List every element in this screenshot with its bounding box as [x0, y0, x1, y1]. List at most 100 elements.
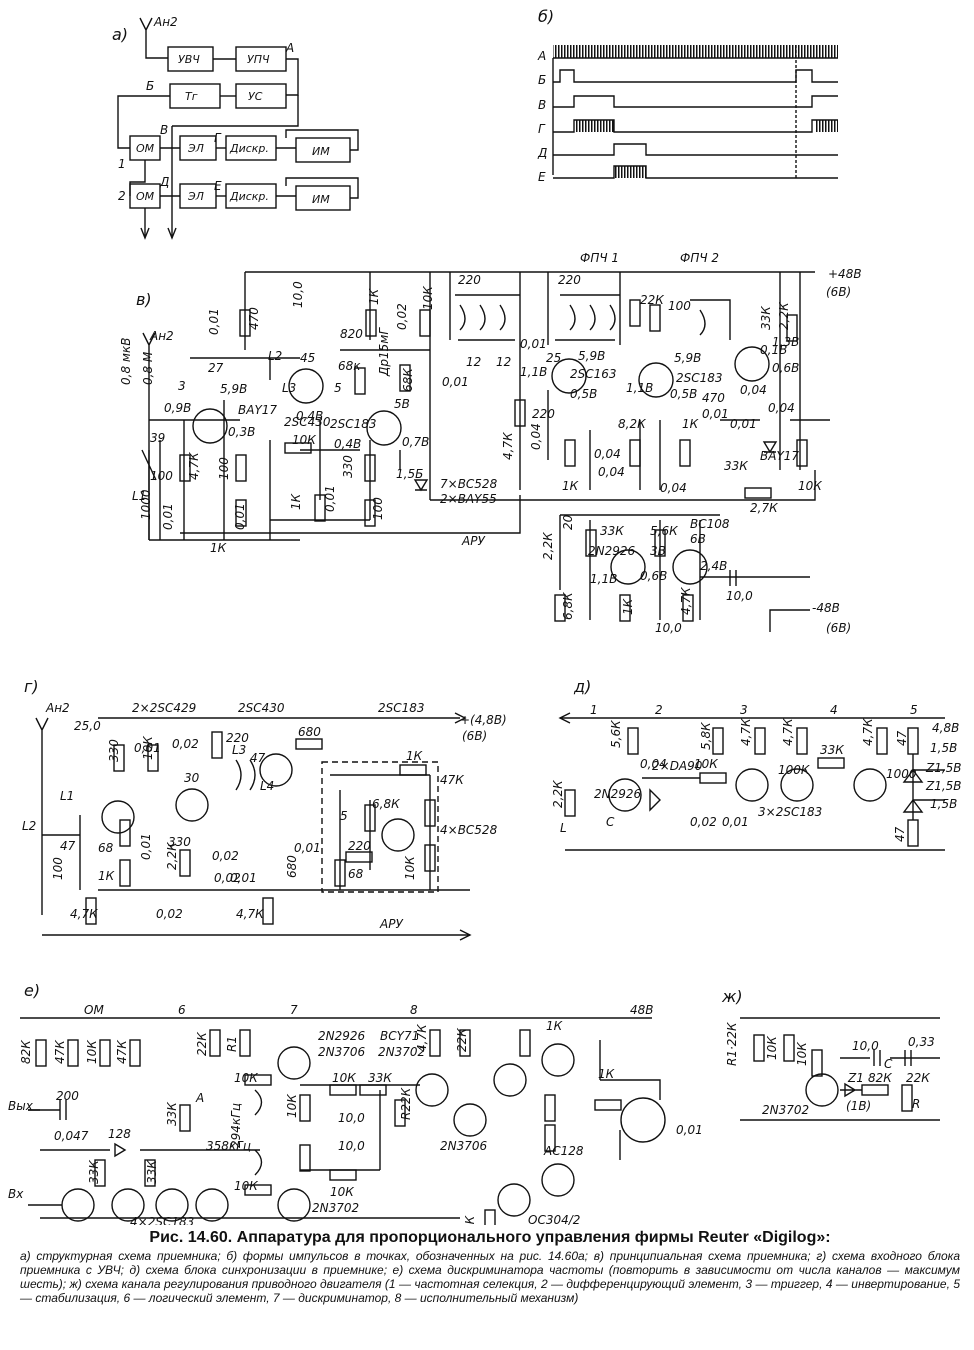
- schematic-sheet: УВЧУПЧТгУСОМЭЛДискр.ИМОМЭЛДискр.ИМАБВГДЕ…: [8, 7, 962, 1225]
- v-label: 7×ВС528: [440, 477, 498, 491]
- v-label: 5,9В: [674, 351, 701, 365]
- d-transistor-4: [853, 768, 887, 802]
- b-label: Д: [537, 146, 547, 160]
- v-label: 100: [150, 469, 173, 483]
- panel-d-sync-block: [558, 712, 945, 851]
- e-transistor-9: [493, 1063, 527, 1097]
- panel-b-tag: б): [538, 7, 554, 26]
- zh-label: 10К: [765, 1036, 779, 1060]
- d-label: 2,2К: [551, 780, 565, 808]
- g-label: 68: [98, 841, 114, 855]
- e-label: 0,047: [54, 1129, 89, 1143]
- v-label: 0,01: [442, 375, 469, 389]
- e-transistor-2: [111, 1188, 145, 1222]
- v-label: 1,1В: [626, 381, 653, 395]
- v-label: 0,5В: [570, 387, 597, 401]
- caption-body: а) структурная схема приемника; б) формы…: [20, 1249, 960, 1305]
- g-transistor-4: [381, 818, 415, 852]
- e-label: 7: [290, 1003, 298, 1017]
- v-label: 6,8К: [561, 592, 575, 620]
- v-label: 10,0: [726, 589, 753, 603]
- a-label: ОМ: [136, 190, 155, 203]
- e-label: 33К: [368, 1071, 392, 1085]
- a-label: 1: [118, 157, 126, 171]
- g-transistor-3: [259, 753, 293, 787]
- panel-a-block-diagram: [117, 17, 359, 240]
- panel-g-input-block: [35, 712, 472, 941]
- v-label: +48В: [828, 267, 862, 281]
- v-label: 100: [371, 497, 385, 520]
- e-label: 10К: [85, 1040, 99, 1064]
- d-label: 47: [895, 730, 909, 746]
- v-label: ФПЧ 1: [580, 251, 619, 265]
- v-label: 10К: [292, 433, 316, 447]
- d-label: 1: [590, 703, 598, 717]
- e-label: 1К: [463, 1215, 477, 1225]
- e-label: 47К: [53, 1040, 67, 1064]
- d-label: 1,5В: [930, 797, 957, 811]
- d-label: 1,5В: [930, 741, 957, 755]
- v-label: 10,0: [655, 621, 682, 635]
- e-label: 8: [410, 1003, 418, 1017]
- zh-label: C: [884, 1057, 893, 1071]
- a-label: В: [160, 123, 168, 137]
- b-label: А: [537, 49, 546, 63]
- v-label: 4,7К: [501, 432, 515, 460]
- e-label: BCY71: [380, 1029, 419, 1043]
- e-transistor-4: [195, 1188, 229, 1222]
- g-label: 68: [348, 867, 364, 881]
- zh-label: 82К: [868, 1071, 892, 1085]
- g-label: 2SC183: [378, 701, 425, 715]
- e-transistor-6: [277, 1188, 311, 1222]
- d-label: 10К: [694, 757, 718, 771]
- v-label: 4,7К: [679, 587, 693, 615]
- a-label: УПЧ: [247, 53, 270, 66]
- g-label: АРУ: [379, 917, 403, 931]
- v-label: 2,2К: [777, 302, 791, 330]
- g-label: 2SC430: [238, 701, 285, 715]
- antenna-label: Ан2: [153, 15, 178, 29]
- e-label: 33К: [87, 1160, 101, 1184]
- g-label: 4×ВС528: [440, 823, 498, 837]
- g-label: 4,7К: [236, 907, 264, 921]
- panel-v-tag: в): [136, 290, 152, 309]
- v-label: 0,7В: [402, 435, 429, 449]
- g-label: 4,7К: [70, 907, 98, 921]
- v-label: 6В: [690, 532, 706, 546]
- e-label: OC304/2: [528, 1213, 580, 1225]
- v-label: 8,2К: [618, 417, 646, 431]
- e-label: Вых: [8, 1099, 34, 1113]
- d-transistor-1: [608, 778, 642, 812]
- v-label: 0,5В: [670, 387, 697, 401]
- v-label: 33К: [600, 524, 624, 538]
- d-label: 2: [655, 703, 663, 717]
- v-label: 2SC430: [284, 415, 331, 429]
- v-label: 470: [702, 391, 725, 405]
- v-label: 330: [341, 455, 355, 478]
- v-label: 0,1В: [760, 343, 787, 357]
- e-transistor-10: [541, 1043, 575, 1077]
- g-label: 330: [168, 835, 191, 849]
- v-label: 1,3В: [772, 335, 799, 349]
- e-label: 128: [108, 1127, 131, 1141]
- e-label: 358кГц: [206, 1139, 251, 1153]
- e-label: 10К: [234, 1179, 258, 1193]
- e-label: 10К: [332, 1071, 356, 1085]
- e-label: 4×2SC183: [130, 1215, 194, 1225]
- v-label: 25: [546, 351, 561, 365]
- v-label: 5,6К: [650, 524, 678, 538]
- panel-g-tag: г): [24, 677, 39, 696]
- v-label: АРУ: [461, 534, 485, 548]
- e-label: 47К: [115, 1040, 129, 1064]
- a-label: ЭЛ: [187, 142, 204, 155]
- g-label: 0,02: [172, 737, 199, 751]
- a-label: Г: [214, 131, 222, 145]
- v-label: 22К: [640, 293, 664, 307]
- v-label: 20: [561, 514, 575, 530]
- v-label: 1К: [210, 541, 227, 555]
- g-label: 10К: [141, 736, 155, 760]
- v-label: 10К: [798, 479, 822, 493]
- v-label: 470: [247, 307, 261, 330]
- d-label: 4,8В: [932, 721, 959, 735]
- d-label: Z1,5В: [925, 761, 962, 775]
